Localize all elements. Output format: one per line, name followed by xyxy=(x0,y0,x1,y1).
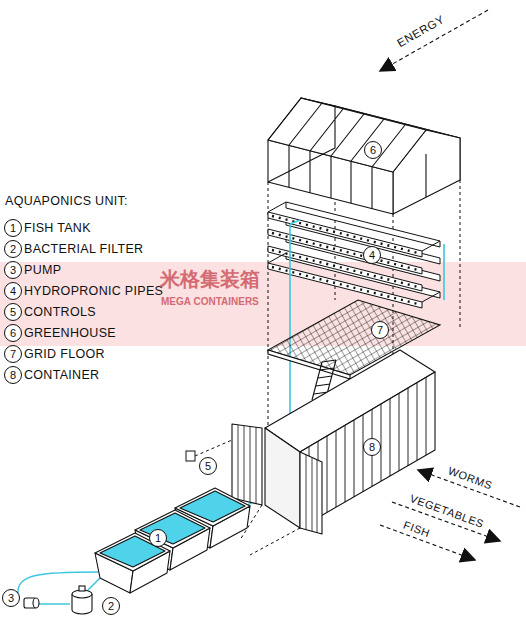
callout-number: 8 xyxy=(363,438,381,456)
flow-arrows xyxy=(380,10,520,560)
water-lines xyxy=(18,220,444,604)
greenhouse xyxy=(268,98,460,214)
door-corrugation xyxy=(306,455,317,533)
container-door xyxy=(232,424,262,505)
flow-label: FISH xyxy=(402,519,432,540)
pipe-hole-row xyxy=(272,267,418,304)
door-corrugation xyxy=(238,425,256,503)
container xyxy=(232,350,435,534)
filter-pump xyxy=(24,586,92,614)
filter-cap xyxy=(79,586,85,591)
legend-text: PUMP xyxy=(24,263,61,277)
water-pipe xyxy=(88,578,100,590)
pipe xyxy=(268,263,422,308)
callout-number: 1 xyxy=(4,219,22,237)
projection-line xyxy=(250,528,300,555)
flow-label: ENERGY xyxy=(395,13,447,50)
callout-number: 5 xyxy=(199,457,217,475)
control-line xyxy=(195,440,232,456)
projection-lines xyxy=(210,148,460,555)
pipe-hole-row xyxy=(272,233,418,270)
energy-arrow xyxy=(380,10,488,71)
watermark: MEGA CONTAINERS xyxy=(161,296,259,308)
callout-number: 7 xyxy=(4,345,22,363)
pipe-hole-row xyxy=(272,216,418,253)
pipe-ends xyxy=(268,202,440,302)
callout-number: 2 xyxy=(102,597,120,615)
pipe-hole-row xyxy=(272,250,418,287)
callout-number: 5 xyxy=(4,303,22,321)
legend-text: HYDROPRONIC PIPES xyxy=(24,284,163,298)
legend-text: GRID FLOOR xyxy=(24,347,105,361)
hydroponic-pipes xyxy=(268,202,440,308)
watermark-band xyxy=(0,262,526,346)
legend-text: GREENHOUSE xyxy=(24,326,116,340)
legend-text: FISH TANK xyxy=(24,221,91,235)
projection-line xyxy=(460,180,461,330)
callout-number: 8 xyxy=(4,366,22,384)
legend-text: BACTERIAL FILTER xyxy=(24,242,143,256)
pipe-holes xyxy=(272,216,418,304)
grid-floor-edge xyxy=(268,350,350,379)
legend-title: AQUAPONICS UNIT: xyxy=(5,194,128,208)
control-box xyxy=(186,451,195,461)
callout-number: 6 xyxy=(364,141,382,159)
callout-number: 3 xyxy=(2,589,20,607)
pump-face xyxy=(33,598,39,608)
watermark: 米格集装箱 xyxy=(160,268,260,291)
callout-number: 1 xyxy=(149,529,167,547)
callout-number: 2 xyxy=(4,240,22,258)
container-opening xyxy=(265,428,300,528)
legend-text: CONTROLS xyxy=(24,305,96,319)
flow-label: WORMS xyxy=(446,464,494,492)
callout-number: 3 xyxy=(4,261,22,279)
legend-text: CONTAINER xyxy=(24,368,99,382)
callout-number: 4 xyxy=(363,246,381,264)
container-door xyxy=(300,452,322,534)
callout-number: 7 xyxy=(371,321,389,339)
fish-tanks xyxy=(95,488,250,593)
callout-number: 4 xyxy=(4,282,22,300)
callout-number: 6 xyxy=(4,324,22,342)
glazing-bars xyxy=(268,98,426,209)
